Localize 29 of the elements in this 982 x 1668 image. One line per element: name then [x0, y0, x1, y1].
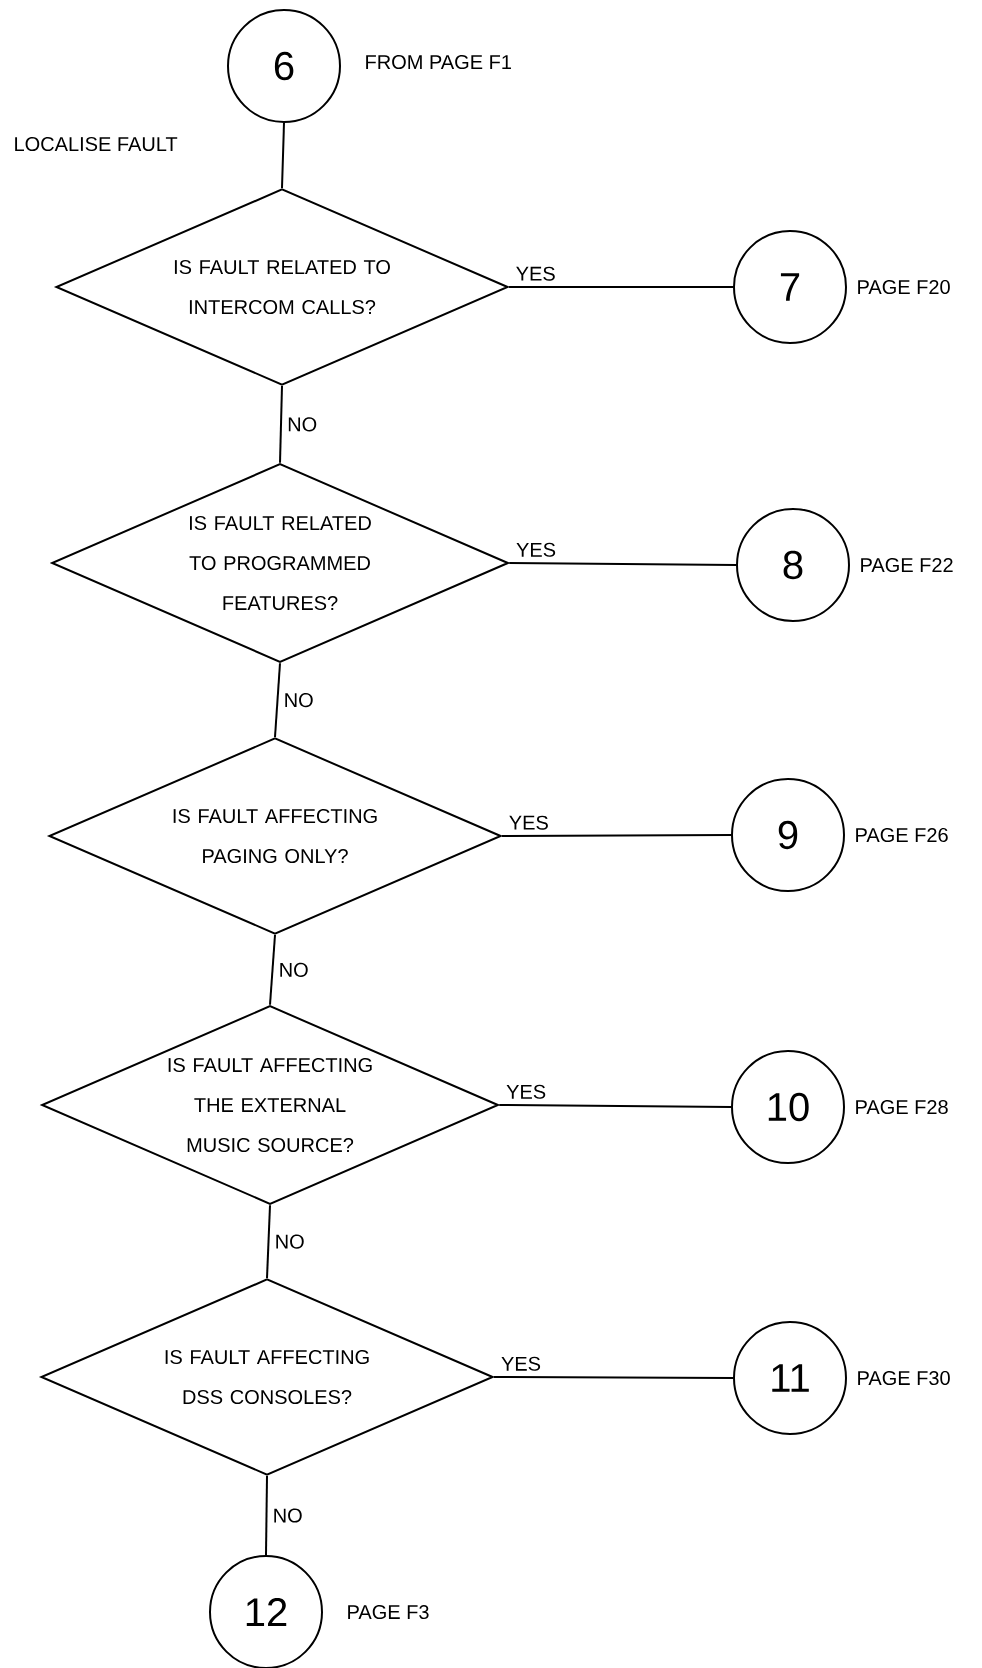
- edge-label: YES: [513, 264, 558, 283]
- connector-line: [508, 562, 737, 566]
- page-reference: PAGE F30: [858, 1370, 950, 1386]
- edge-label: YES: [514, 540, 559, 559]
- edge-label: NO: [285, 415, 320, 434]
- edge-label: YES: [504, 1082, 549, 1101]
- connector-line: [274, 662, 281, 738]
- edge-label: NO: [270, 1506, 305, 1525]
- connector-line: [508, 286, 734, 288]
- page-reference: FROM PAGE F1: [366, 54, 511, 70]
- connector-line: [281, 122, 285, 189]
- connector-line: [269, 934, 276, 1006]
- connector-line: [501, 834, 732, 837]
- connector-line: [279, 385, 283, 464]
- connector-line: [265, 1475, 268, 1556]
- connector-line: [266, 1204, 271, 1279]
- page-reference: PAGE F20: [858, 279, 950, 295]
- edge-label: YES: [506, 813, 551, 832]
- edge-label: NO: [272, 1232, 307, 1251]
- edge-label: NO: [276, 960, 311, 979]
- edge-label: YES: [499, 1354, 543, 1373]
- page-reference: PAGE F26: [856, 827, 948, 843]
- page-reference: PAGE F28: [856, 1099, 948, 1115]
- edge-label: NO: [281, 691, 316, 710]
- connector-line: [493, 1376, 734, 1379]
- page-reference: PAGE F22: [861, 557, 953, 573]
- page-reference: PAGE F3: [348, 1604, 429, 1620]
- connector-line: [498, 1104, 732, 1108]
- note-text: LOCALISE FAULT: [15, 136, 178, 152]
